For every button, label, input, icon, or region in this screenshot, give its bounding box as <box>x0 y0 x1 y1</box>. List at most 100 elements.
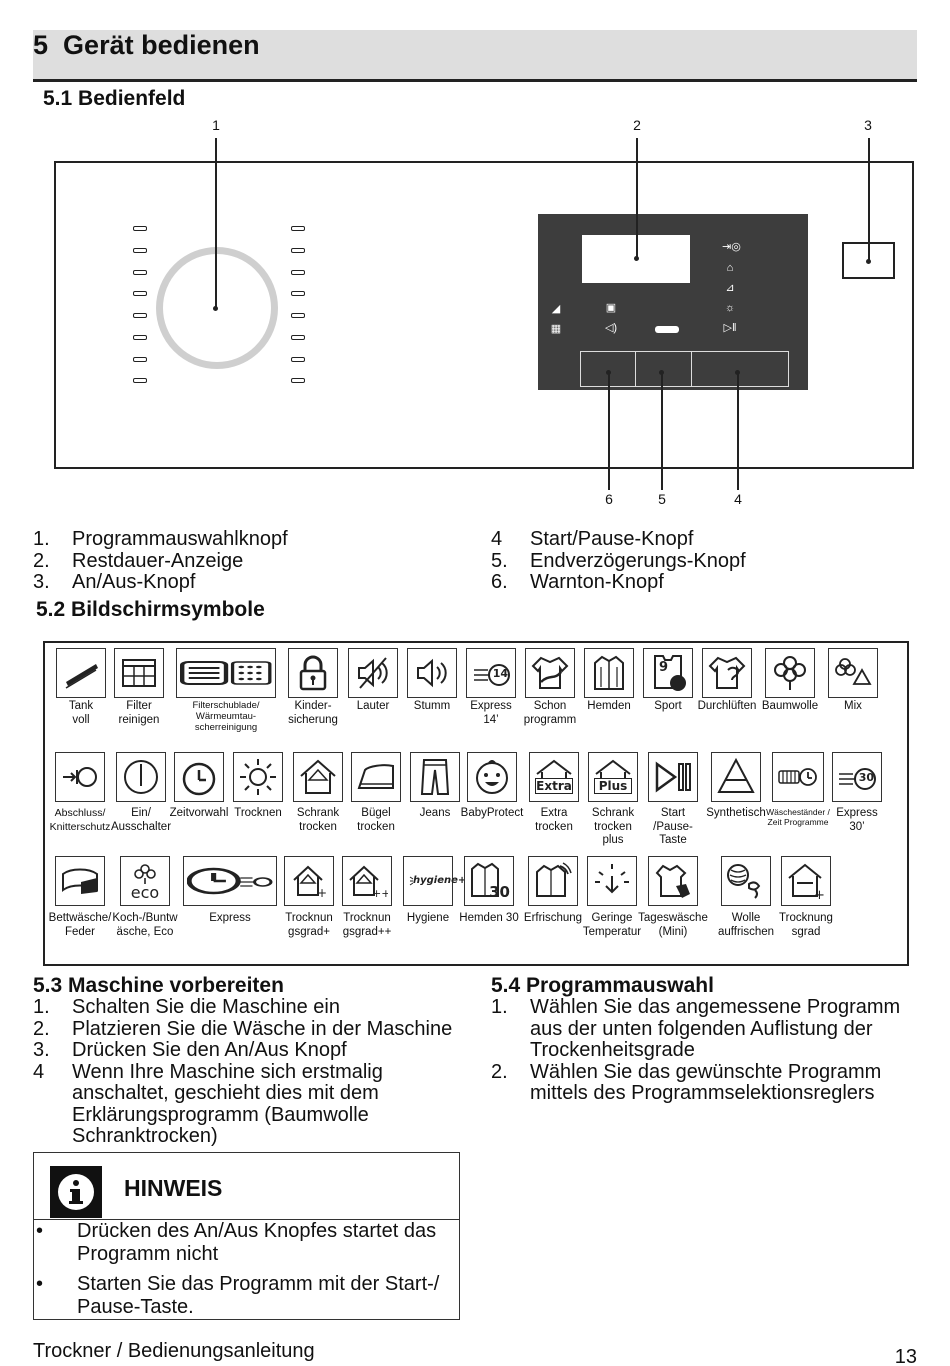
symbol-label-line: Zeitvorwahl <box>169 807 229 819</box>
symbol-label-line: BabyProtect <box>460 807 524 819</box>
symbol-label: Hemden 30 <box>452 912 526 926</box>
legend-item: 3.An/Aus-Knopf <box>33 571 288 594</box>
symbol-label-line: Baumwolle <box>761 700 819 712</box>
list-num: 2. <box>33 1017 50 1040</box>
note-box: HINWEIS <box>33 1152 460 1320</box>
symbol-label: Jeans <box>398 807 472 821</box>
leader-line-3 <box>868 138 870 261</box>
section-title-5-4: 5.4 Programmauswahl <box>491 974 714 997</box>
power-icon <box>116 752 166 802</box>
iron-dry-icon <box>351 752 401 802</box>
cupboard-dry-icon: ⌂ <box>726 262 734 274</box>
symbol-label-line: Extra <box>540 807 568 819</box>
leader-line-4 <box>737 372 739 490</box>
legend-text: An/Aus-Knopf <box>72 571 196 593</box>
program-led <box>291 291 305 296</box>
cotton-icon <box>765 648 815 698</box>
program-led <box>133 357 147 362</box>
start-pause-icon: ▷‖ <box>723 322 737 334</box>
symbol-label-line: Start <box>660 807 686 819</box>
leader-dot-6 <box>606 370 611 375</box>
symbol-label: Durchlüften <box>690 700 764 714</box>
list-item: 1.Schalten Sie die Maschine ein <box>33 996 452 1019</box>
section-title-5-3: 5.3 Maschine vorbereiten <box>33 974 284 997</box>
chapter-number: 5 <box>33 30 49 60</box>
note-line: Drücken des An/Aus Knopfes startet das <box>77 1220 437 1242</box>
list-item: 3.Drücken Sie den An/Aus Knopf <box>33 1039 452 1062</box>
low-temp-icon <box>587 856 637 906</box>
symbol-label-line: Bügel <box>361 807 391 819</box>
jeans-icon <box>410 752 460 802</box>
list-line: aus der unten folgenden Auflistung der <box>530 1017 873 1040</box>
icon-overlay-text: 30 <box>489 883 510 901</box>
symbol-label: Filterschublade/Wärmeumtau-scherreinigun… <box>176 700 276 733</box>
express-icon <box>183 856 277 906</box>
refresh-icon <box>528 856 578 906</box>
legend-num: 5. <box>491 549 508 572</box>
display-symbols-table <box>43 641 909 966</box>
program-selection-list: 1. Wählen Sie das angemessene Programm a… <box>491 996 900 1105</box>
leader-dot-3 <box>866 259 871 264</box>
section-title-5-2: 5.2 Bildschirmsymbole <box>36 598 265 621</box>
list-num: 4 <box>33 1060 45 1083</box>
sport-icon: 9 <box>643 648 693 698</box>
list-line: Wenn Ihre Maschine sich erstmalig <box>72 1060 383 1083</box>
callout-6: 6 <box>605 491 613 507</box>
timer-icon <box>174 752 224 802</box>
svg-text:+: + <box>814 888 825 902</box>
program-led <box>133 226 147 231</box>
program-led <box>291 335 305 340</box>
symbol-label-line: Wärmeumtau- <box>195 711 257 722</box>
symbol-label-line: Zeit Programme <box>767 817 829 827</box>
bedding-icon <box>55 856 105 906</box>
symbol-label: Trocknen <box>221 807 295 821</box>
symbol-label-line: 14’ <box>483 713 499 726</box>
symbol-label-line: Trocknung <box>779 912 833 924</box>
callout-1: 1 <box>212 117 220 133</box>
note-title: HINWEIS <box>124 1175 223 1201</box>
symbol-label: Bettwäsche/Feder <box>43 912 117 939</box>
filter-clean-icon <box>114 648 164 698</box>
symbol-label: Zeitvorwahl <box>162 807 236 821</box>
leader-line-6 <box>608 372 610 490</box>
program-led <box>133 270 147 275</box>
symbol-label-line: trocken <box>535 820 573 833</box>
list-item: 4 Wenn Ihre Maschine sich erstmalig ansc… <box>33 1060 452 1148</box>
symbol-label-line: Geringe <box>591 912 633 924</box>
symbol-label-line: gsgrad++ <box>342 925 392 938</box>
legend-text: Programmauswahlknopf <box>72 528 288 550</box>
symbol-label-line: Sport <box>654 700 682 712</box>
list-item: 2. Wählen Sie das gewünschte Programm mi… <box>491 1061 900 1105</box>
program-led <box>291 378 305 383</box>
symbol-label-line: Ein/ <box>131 807 151 819</box>
program-led <box>133 378 147 383</box>
symbol-label-line: /Pause- <box>653 820 693 833</box>
symbol-label-line: Hygiene <box>406 912 450 924</box>
list-line: mittels des Programmselektionsreglers <box>530 1082 875 1104</box>
icon-overlay-text: eco <box>130 883 160 902</box>
mix-icon <box>828 648 878 698</box>
leader-dot-2 <box>634 256 639 261</box>
symbol-label: BabyProtect <box>455 807 529 821</box>
note-item: • Starten Sie das Programm mit der Start… <box>33 1273 453 1319</box>
prepare-steps-list: 1.Schalten Sie die Maschine ein 2.Platzi… <box>33 996 452 1148</box>
symbol-label-line: Ausschalter <box>110 820 172 833</box>
icon-overlay-text: 30 <box>858 771 874 784</box>
end-delay-button[interactable] <box>635 351 692 387</box>
footer-title: Trockner / Bedienungsanleitung <box>33 1340 315 1362</box>
legend-text: Endverzögerungs-Knopf <box>530 549 746 572</box>
symbol-label-line: Schon <box>533 700 567 712</box>
list-line: Drücken Sie den An/Aus Knopf <box>72 1039 347 1061</box>
symbol-label-line: 30’ <box>849 820 865 833</box>
start-pause-icon <box>648 752 698 802</box>
list-num: 1. <box>33 996 50 1018</box>
symbol-label-line: plus <box>602 834 624 846</box>
symbol-label-line: Stumm <box>413 700 451 712</box>
gentle-program-icon <box>525 648 575 698</box>
filter-clean-icon: ▦ <box>550 323 562 335</box>
start-pause-button[interactable] <box>691 351 789 387</box>
